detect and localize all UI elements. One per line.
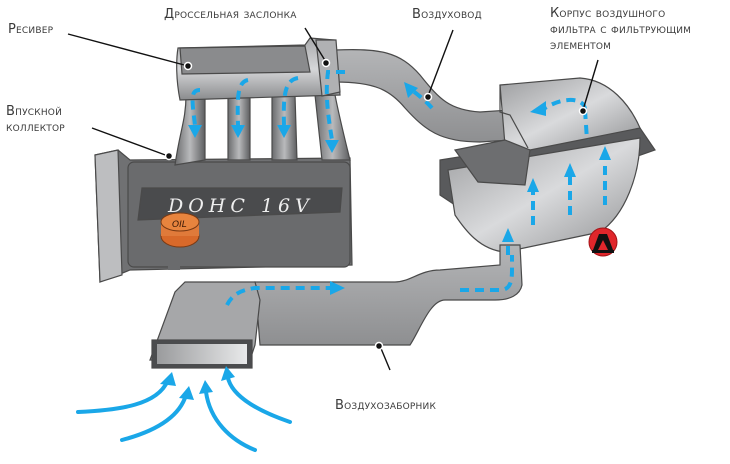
arrow-head <box>599 146 611 160</box>
air-duct <box>334 48 511 143</box>
arrow-head <box>179 386 194 400</box>
arrow-head <box>231 125 245 138</box>
oil-cap-text: OIL <box>172 220 187 230</box>
arrow-head <box>221 366 235 381</box>
label-filter-housing-line2: фильтра с фильтрующим <box>550 22 692 37</box>
label-intake-manifold-line1: Впускной <box>6 104 63 119</box>
label-air-duct: Воздуховод <box>412 7 482 22</box>
arrow-head <box>160 372 176 386</box>
leader-air-duct <box>427 29 454 97</box>
pointer-dot <box>183 61 193 71</box>
leader-air-intake <box>379 345 391 371</box>
pointer-dot <box>321 58 331 68</box>
incoming-air-arrows <box>76 366 292 452</box>
pointer-dot <box>164 151 174 161</box>
engine-block <box>94 149 353 283</box>
label-filter-housing-line3: элементом <box>550 38 612 53</box>
label-receiver: Ресивер <box>8 22 54 37</box>
lower-duct <box>149 244 523 369</box>
airflow-arrows <box>188 70 611 306</box>
arrow-head <box>277 125 291 138</box>
arrow-head <box>530 101 546 116</box>
label-filter-housing-line1: Корпус воздушного <box>550 6 666 21</box>
pointer-dot <box>374 341 384 351</box>
throttle-body <box>315 39 341 97</box>
arrow-head <box>199 380 213 394</box>
label-intake-manifold: Впускной коллектор <box>6 104 65 136</box>
arrow-head <box>330 281 345 295</box>
leader-receiver <box>67 33 189 67</box>
label-filter-housing: Корпус воздушного фильтра с фильтрующим … <box>550 6 691 54</box>
arrow-head <box>404 82 418 98</box>
arrow-head <box>188 125 202 138</box>
intake-manifold <box>174 94 351 166</box>
pointer-dot <box>578 106 588 116</box>
arrow-head <box>527 178 539 192</box>
receiver <box>176 37 341 101</box>
oil-cap: OIL <box>160 212 200 270</box>
label-throttle: Дроссельная заслонка <box>164 7 297 22</box>
leader-intake-manifold <box>91 127 169 157</box>
air-filter-housing <box>439 77 656 253</box>
leader-throttle <box>304 27 327 63</box>
arrow-head <box>564 163 576 177</box>
arrow-head <box>502 228 514 242</box>
logo <box>588 227 618 257</box>
label-intake-manifold-line2: коллектор <box>6 120 65 135</box>
leader-lines <box>67 27 599 371</box>
pointer-dot <box>423 92 433 102</box>
engine-cover-text: DOHC 16V <box>167 195 314 217</box>
arrow-head <box>325 140 339 153</box>
leader-filter-housing <box>582 59 599 111</box>
label-air-intake: Воздухозаборник <box>335 398 437 413</box>
